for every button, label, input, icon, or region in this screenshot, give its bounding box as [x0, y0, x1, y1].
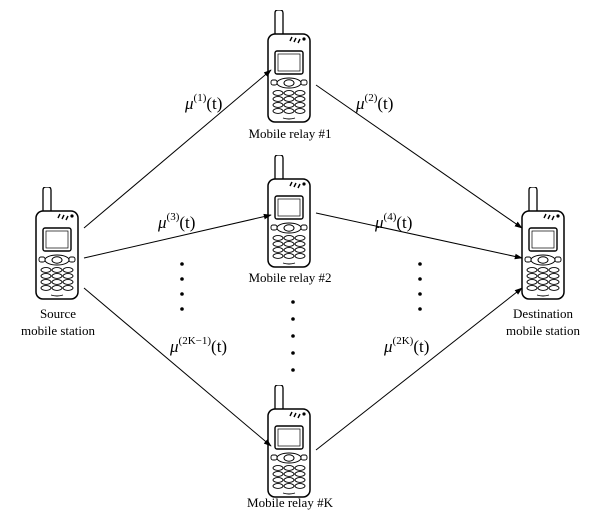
mu2K-sup: (2K): [393, 335, 414, 347]
mu2-sup: (2): [365, 92, 378, 104]
mu2-symbol: μ: [355, 94, 365, 113]
relayK-label: Mobile relay #K: [247, 495, 334, 510]
mu2-arg: (t): [377, 94, 393, 113]
mu2-label: μ(2)(t): [355, 92, 393, 113]
source-label-line1: Source: [40, 306, 76, 321]
link-relay2-destination: [315, 212, 523, 260]
relay2-label: Mobile relay #2: [248, 270, 331, 285]
link-source-relay2: [83, 213, 272, 259]
destination-label-line2: mobile station: [506, 323, 581, 338]
relay1-phone-icon: [267, 10, 311, 123]
link-source-relay1: [83, 69, 272, 229]
mu4-symbol: μ: [374, 213, 384, 232]
mu4-sup: (4): [384, 211, 397, 223]
link-relayK-destination: [315, 287, 523, 451]
mu2K-label: μ(2K)(t): [383, 335, 429, 356]
mu3-sup: (3): [167, 211, 180, 223]
mu2K1-sup: (2K−1): [179, 335, 212, 347]
mu3-label: μ(3)(t): [157, 211, 195, 232]
relay1-label: Mobile relay #1: [248, 126, 331, 141]
mu2K1-label: μ(2K−1)(t): [169, 335, 227, 356]
mu1-label: μ(1)(t): [184, 92, 222, 113]
mu1-arg: (t): [206, 94, 222, 113]
mu2K1-symbol: μ: [169, 337, 179, 356]
mu4-arg: (t): [396, 213, 412, 232]
relayK-phone-icon: [267, 385, 311, 498]
mu2K-symbol: μ: [383, 337, 393, 356]
mu4-label: μ(4)(t): [374, 211, 412, 232]
mu1-sup: (1): [194, 92, 207, 104]
ellipsis-right: [418, 262, 422, 311]
mu3-symbol: μ: [157, 213, 167, 232]
source-label-line2: mobile station: [21, 323, 96, 338]
mu2K-arg: (t): [413, 337, 429, 356]
destination-label-line1: Destination: [513, 306, 573, 321]
mu2K1-arg: (t): [211, 337, 227, 356]
ellipsis-left: [180, 262, 184, 311]
source-phone-icon: [35, 187, 79, 300]
destination-phone-icon: [521, 187, 565, 300]
mu1-symbol: μ: [184, 94, 194, 113]
relay2-phone-icon: [267, 155, 311, 268]
ellipsis-middle: [291, 300, 295, 372]
link-source-relayK: [83, 287, 272, 447]
mu3-arg: (t): [179, 213, 195, 232]
link-relay1-destination: [315, 84, 523, 229]
